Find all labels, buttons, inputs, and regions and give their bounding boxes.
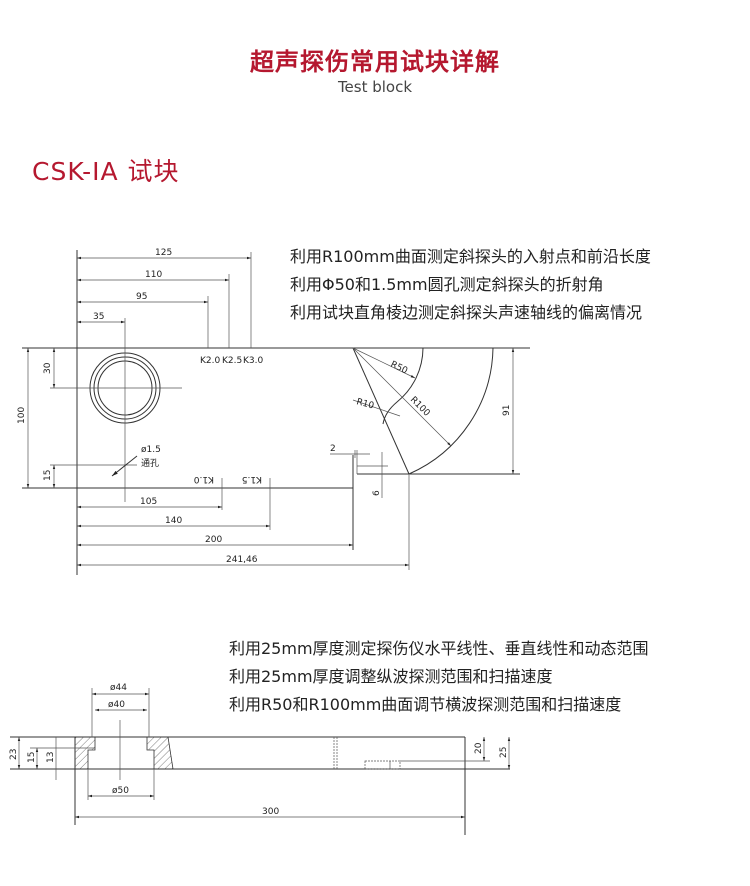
page-title: 超声探伤常用试块详解 [250, 48, 500, 76]
k20-mark: K2.0 [200, 356, 220, 366]
k30-mark: K3.0 [243, 356, 263, 366]
note: 利用R100mm曲面测定斜探头的入射点和前沿长度 [290, 247, 651, 266]
dim-110: 110 [145, 270, 162, 280]
note: 利用R50和R100mm曲面调节横波探测范围和扫描速度 [229, 695, 622, 714]
csk-ia-drawing: ø1.5 通孔 R50 R100 R10 125 110 95 35 K2.0 [17, 248, 530, 575]
dim-300: 300 [262, 807, 279, 817]
section-title: CSK-IA 试块 [32, 157, 180, 186]
dim-d50: ø50 [112, 786, 129, 796]
dim-d44: ø44 [110, 683, 127, 693]
side-view-drawing: ø44 ø40 ø50 300 23 15 13 20 25 [9, 683, 511, 835]
dim-200: 200 [205, 535, 222, 545]
k15-mark: K1.5 [242, 474, 262, 484]
dim-100: 100 [17, 407, 27, 424]
note: 利用25mm厚度调整纵波探测范围和扫描速度 [229, 667, 553, 686]
dim-140: 140 [165, 516, 182, 526]
dim-15: 15 [43, 470, 53, 481]
page-subtitle: Test block [337, 78, 413, 96]
note: 利用25mm厚度测定探伤仪水平线性、垂直线性和动态范围 [229, 639, 649, 658]
dim-23: 23 [9, 749, 19, 760]
block2-notes: 利用25mm厚度测定探伤仪水平线性、垂直线性和动态范围 利用25mm厚度调整纵波… [229, 635, 649, 719]
note: 利用Φ50和1.5mm圆孔测定斜探头的折射角 [290, 275, 604, 294]
dim-20: 20 [474, 742, 484, 754]
dim-91: 91 [502, 405, 512, 416]
k10-mark: K1.0 [194, 474, 214, 484]
dim-241: 241,46 [226, 555, 258, 565]
r100-label: R100 [408, 395, 432, 419]
dim-30: 30 [43, 362, 53, 374]
k25-mark: K2.5 [222, 356, 242, 366]
dim-105: 105 [140, 497, 157, 507]
dim-15b: 15 [27, 752, 37, 763]
dim-2: 2 [330, 444, 336, 454]
dim-d40: ø40 [108, 700, 125, 710]
dim-35: 35 [93, 312, 104, 322]
dim-6: 6 [372, 490, 382, 496]
r10-label: R10 [355, 397, 375, 411]
note: 利用试块直角棱边测定斜探头声速轴线的偏离情况 [290, 303, 643, 322]
hole-label: 通孔 [141, 458, 159, 469]
dim-13: 13 [46, 752, 56, 763]
dim-125: 125 [155, 248, 172, 258]
dim-25: 25 [499, 747, 509, 758]
block1-notes: 利用R100mm曲面测定斜探头的入射点和前沿长度 利用Φ50和1.5mm圆孔测定… [290, 243, 651, 327]
hole-dim: ø1.5 [141, 445, 161, 455]
dim-95: 95 [136, 292, 147, 302]
